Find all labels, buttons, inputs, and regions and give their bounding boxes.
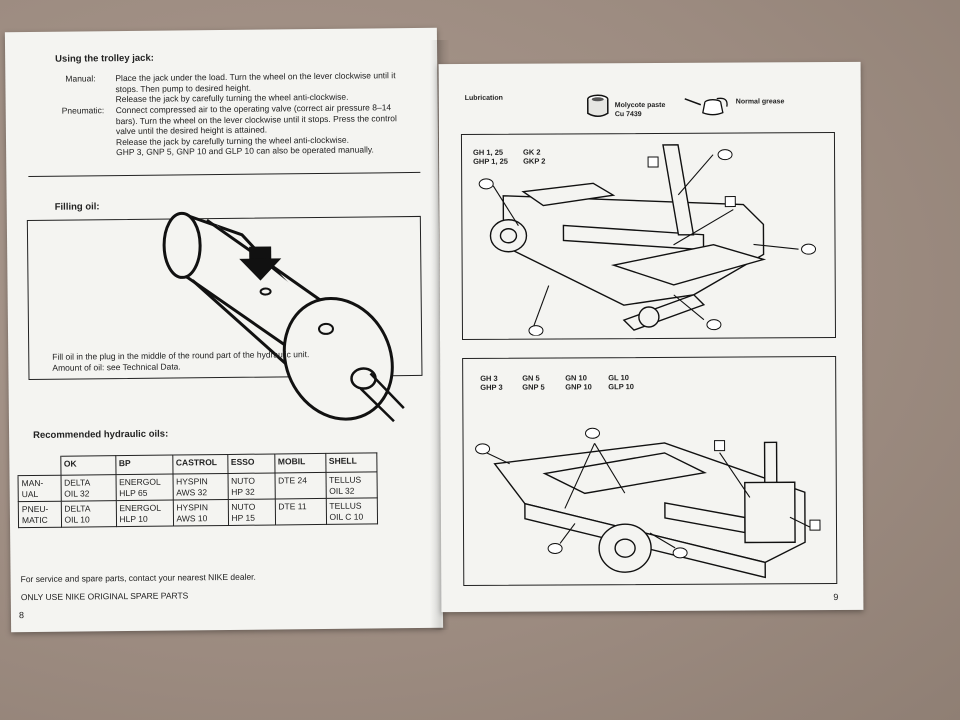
grease-points	[475, 427, 821, 559]
pneumatic-line: GHP 3, GNP 5, GNP 10 and GLP 10 can also…	[116, 144, 374, 158]
filling-instructions: Fill oil in the plug in the middle of th…	[52, 348, 372, 372]
oils-heading: Recommended hydraulic oils:	[33, 428, 169, 442]
table-cell: DTE 11	[274, 498, 327, 525]
table-header-cell: SHELL	[325, 452, 377, 473]
original-parts-note: ONLY USE NIKE ORIGINAL SPARE PARTS	[20, 590, 189, 603]
table-cell: PNEU-MATIC	[18, 501, 62, 528]
page-number: 9	[833, 592, 839, 603]
pneumatic-text: Connect compressed air to the operating …	[116, 102, 427, 158]
diagram2-models-col4: GL 10 GLP 10	[608, 373, 635, 392]
pneumatic-label: Pneumatic:	[61, 105, 105, 116]
diagram2-models-col1: GH 3 GHP 3	[480, 373, 503, 392]
legend-grease: Normal grease	[735, 98, 785, 106]
table-header-cell: ESSO	[227, 453, 275, 474]
table-header-cell: CASTROL	[172, 454, 228, 475]
page-number: 8	[18, 610, 25, 621]
right-page: Lubrication Molycote paste Cu 7439 Norma…	[438, 61, 864, 613]
table-cell: MAN-UAL	[18, 475, 61, 502]
trolley-jack-small-illustration	[478, 144, 817, 336]
trolley-heading: Using the trolley jack:	[55, 52, 154, 65]
legend-paste: Molycote paste Cu 7439	[614, 101, 666, 119]
lubrication-heading: Lubrication	[464, 94, 503, 102]
manual-text: Place the jack under the load. Turn the …	[115, 70, 425, 105]
service-note: For service and spare parts, contact you…	[20, 571, 256, 585]
manual-label: Manual:	[65, 73, 96, 84]
grease-can-icon	[684, 97, 728, 116]
filling-heading: Filling oil:	[54, 201, 100, 213]
left-page: Using the trolley jack: Manual: Place th…	[4, 27, 444, 633]
table-header-cell: BP	[115, 455, 173, 475]
diagram2-models-col2: GN 5 GNP 5	[522, 373, 545, 392]
arrow-down-icon	[239, 246, 282, 296]
grease-points	[478, 149, 817, 336]
table-header-cell: OK	[60, 455, 116, 476]
diagram2-models-col3: GN 10 GNP 10	[565, 373, 592, 392]
table-cell: DTE 24	[274, 472, 326, 499]
section-divider	[28, 171, 421, 178]
paste-tin-icon	[587, 94, 609, 118]
hydraulic-oils-table: OK BP CASTROL ESSO MOBIL SHELL MAN-UAL D…	[17, 452, 378, 528]
hydraulic-unit-illustration	[162, 211, 405, 423]
trolley-jack-large-illustration	[475, 427, 821, 579]
table-header-cell: MOBIL	[274, 453, 326, 473]
table-header-cell	[17, 456, 61, 476]
